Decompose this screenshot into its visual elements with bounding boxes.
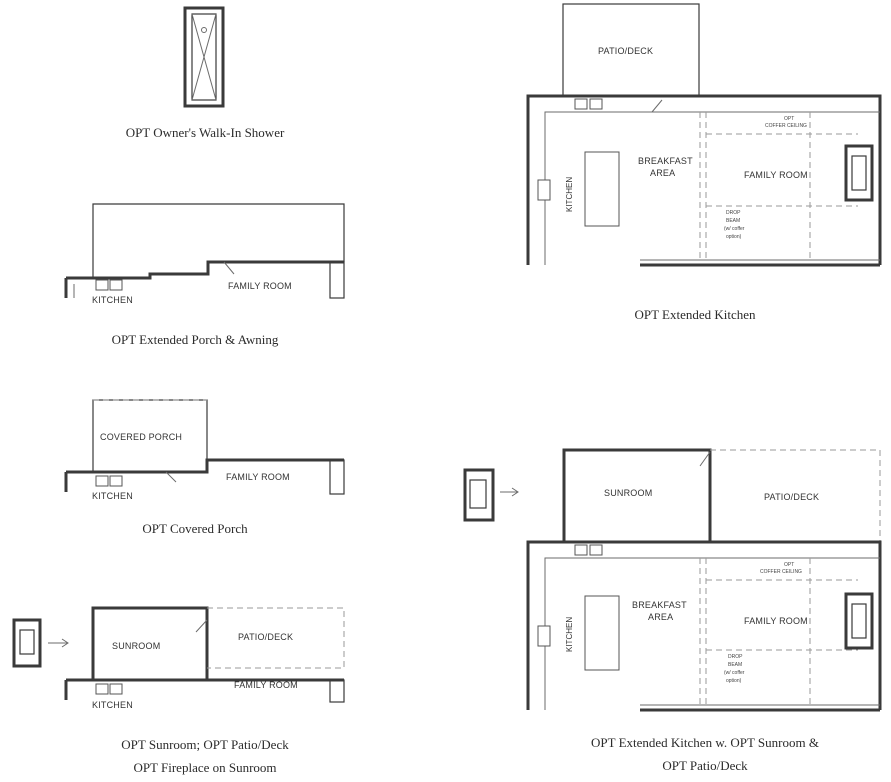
extended-kitchen-walls: [526, 94, 882, 265]
kitchen-sink: [109, 683, 123, 695]
porch-awning-plan: KITCHEN FAMILY ROOM: [64, 203, 345, 305]
family-room-label: FAMILY ROOM: [744, 616, 808, 626]
caption-ext-kitchen-sunroom-line1: OPT Extended Kitchen w. OPT Sunroom &: [591, 735, 819, 750]
fireplace-firebox: [19, 629, 35, 655]
kitchen-sink: [589, 544, 603, 556]
shower-diagonal-2: [191, 13, 217, 101]
awning-outline: [92, 203, 345, 278]
extended-kitchen-walls: [526, 540, 882, 710]
door-swing: [223, 261, 235, 275]
door-swing: [699, 451, 711, 467]
fireplace-niche: [329, 679, 345, 703]
kitchen-sink: [574, 544, 588, 556]
shower-plan: [183, 6, 225, 108]
kitchen-sink: [95, 683, 109, 695]
caption-shower: OPT Owner's Walk-In Shower: [125, 125, 285, 140]
opt-coffer-label: OPT: [784, 562, 794, 568]
patio-deck-outline: [710, 449, 881, 542]
sunroom-plan: SUNROOM PATIO/DECK KITCHEN FAMILY ROOM: [12, 606, 345, 710]
family-room-label: FAMILY ROOM: [228, 281, 292, 291]
caption-sunroom-line2: OPT Fireplace on Sunroom: [133, 760, 277, 775]
caption-covered-porch: OPT Covered Porch: [142, 521, 248, 536]
family-room-label: FAMILY ROOM: [226, 472, 290, 482]
door-swing: [165, 471, 177, 483]
fireplace: [844, 592, 874, 650]
kitchen-sink: [574, 98, 588, 110]
family-room-label: FAMILY ROOM: [744, 170, 808, 180]
shower-enclosure: [183, 6, 225, 108]
fireplace: [844, 144, 874, 202]
coffer-note-label: (w/ coffer: [724, 226, 745, 232]
kitchen-range: [537, 179, 551, 201]
patio-deck-label: PATIO/DECK: [598, 46, 653, 56]
sunroom-label: SUNROOM: [604, 488, 652, 498]
drop-label: DROP: [728, 654, 743, 660]
kitchen-sink: [589, 98, 603, 110]
fireplace-niche: [329, 261, 345, 299]
kitchen-sink: [95, 279, 109, 291]
opt-coffer-label: OPT: [784, 116, 794, 122]
shower-drain: [201, 27, 207, 33]
patio-deck-outline: [207, 607, 345, 669]
coffer-note-label: (w/ coffer: [724, 670, 745, 676]
area-label: AREA: [650, 168, 675, 178]
kitchen-label: KITCHEN: [92, 700, 133, 710]
area-label: AREA: [648, 612, 673, 622]
kitchen-counter: [544, 557, 880, 710]
caption-ext-kitchen-sunroom-line2: OPT Patio/Deck: [662, 758, 748, 773]
kitchen-sink: [109, 279, 123, 291]
option-note-label: option): [726, 678, 742, 684]
caption-sunroom-line1: OPT Sunroom; OPT Patio/Deck: [121, 737, 289, 752]
caption-porch-awning: OPT Extended Porch & Awning: [111, 332, 279, 347]
fireplace-firebox: [851, 603, 867, 639]
fireplace-firebox: [469, 479, 487, 509]
shower-pan: [191, 13, 217, 101]
porch-rear-wall: [66, 458, 344, 474]
option-note-label: option): [726, 234, 742, 240]
kitchen-island: [584, 595, 620, 671]
porch-rear-wall: [66, 260, 344, 280]
covered-porch-plan: COVERED PORCH KITCHEN FAMILY ROOM: [64, 399, 345, 501]
beam-label: BEAM: [728, 662, 742, 668]
kitchen-vertical-label: KITCHEN: [565, 177, 574, 212]
patio-deck-label: PATIO/DECK: [764, 492, 819, 502]
beam-label: BEAM: [726, 218, 740, 224]
kitchen-sink: [109, 475, 123, 487]
kitchen-label: KITCHEN: [92, 491, 133, 501]
door-swing: [195, 619, 208, 633]
fireplace-detail: [463, 468, 495, 522]
kitchen-range: [537, 625, 551, 647]
kitchen-label: KITCHEN: [92, 295, 133, 305]
fireplace-detail: [12, 618, 42, 668]
caption-extended-kitchen: OPT Extended Kitchen: [634, 307, 756, 322]
patio-deck-label: PATIO/DECK: [238, 632, 293, 642]
breakfast-label: BREAKFAST: [638, 156, 693, 166]
fireplace-niche: [329, 459, 345, 495]
sunroom-label: SUNROOM: [112, 641, 160, 651]
extended-kitchen-plan: PATIO/DECK BREAKFAST AREA FAMILY ROOM OP…: [526, 3, 882, 267]
coffer-ceiling-label: COFFER CEILING: [765, 123, 807, 129]
covered-porch-label: COVERED PORCH: [100, 432, 182, 442]
breakfast-label: BREAKFAST: [632, 600, 687, 610]
drop-label: DROP: [726, 210, 741, 216]
door-swing: [651, 99, 663, 113]
fireplace-firebox: [851, 155, 867, 191]
family-room-label: FAMILY ROOM: [234, 680, 298, 690]
extended-kitchen-sunroom-plan: SUNROOM PATIO/DECK BREAKFAST AREA FAMILY…: [463, 448, 882, 712]
kitchen-vertical-label: KITCHEN: [565, 617, 574, 652]
arrow-icon: [511, 487, 519, 497]
coffer-ceiling-label: COFFER CEILING: [760, 569, 802, 575]
arrow-icon: [61, 638, 69, 648]
kitchen-island: [584, 151, 620, 227]
kitchen-sink: [95, 475, 109, 487]
kitchen-counter: [544, 111, 880, 265]
